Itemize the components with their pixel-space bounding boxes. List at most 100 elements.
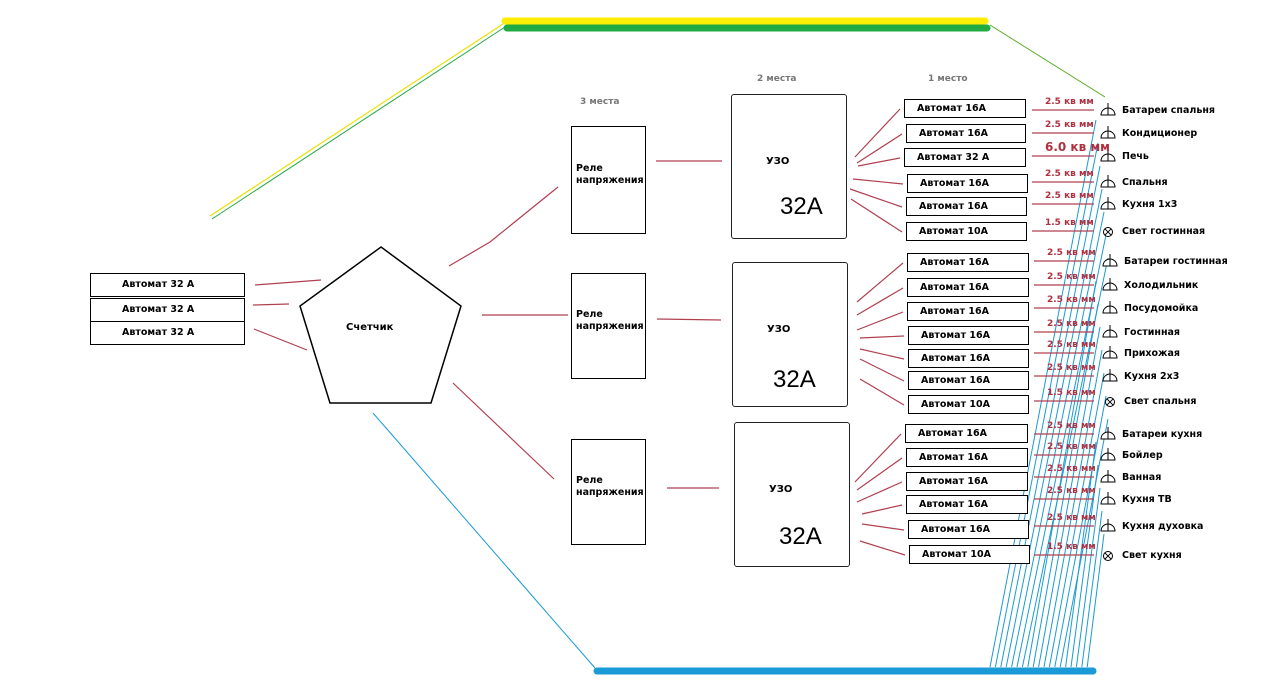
neutral-wire bbox=[1000, 165, 1101, 668]
neutral-wire bbox=[1059, 418, 1109, 668]
phase-wire bbox=[448, 186, 559, 267]
phase-wire bbox=[856, 287, 904, 316]
circuit-breaker[interactable]: Автомат 16А bbox=[908, 326, 1029, 345]
cable-size-label: 2.5 кв мм bbox=[1047, 295, 1096, 305]
cable-size-label: 6.0 кв мм bbox=[1045, 140, 1110, 154]
cable-size-label: 2.5 кв мм bbox=[1047, 272, 1096, 282]
phase-wire bbox=[452, 382, 555, 480]
circuit-breaker[interactable]: Автомат 16А bbox=[907, 253, 1029, 272]
neutral-wire bbox=[1032, 303, 1099, 668]
cable-size-label: 2.5 кв мм bbox=[1047, 421, 1096, 431]
cable-size-label: 2.5 кв мм bbox=[1047, 363, 1096, 373]
relay-label-line1: Реле bbox=[576, 309, 603, 320]
neutral-wire bbox=[1054, 395, 1107, 668]
load-label: Холодильник bbox=[1124, 280, 1199, 291]
load-label: Свет спальня bbox=[1124, 396, 1197, 407]
load-label: Батареи гостинная bbox=[1124, 256, 1228, 267]
phase-wire bbox=[856, 481, 903, 503]
phase-wire bbox=[849, 188, 903, 208]
main-breaker-label: Автомат 32 А bbox=[122, 304, 195, 315]
main-breaker-label: Автомат 32 А bbox=[122, 327, 195, 338]
circuit-breaker[interactable]: Автомат 16А bbox=[906, 448, 1028, 467]
neutral-wire bbox=[1038, 326, 1101, 668]
load-label: Печь bbox=[1122, 151, 1149, 162]
circuit-breaker[interactable]: Автомат 16А bbox=[906, 495, 1028, 514]
circuit-breaker[interactable]: Автомат 16А bbox=[907, 278, 1029, 297]
phase-wire bbox=[854, 433, 902, 483]
load-label: Ванная bbox=[1122, 472, 1162, 483]
main-breaker[interactable]: Автомат 32 А bbox=[90, 321, 245, 345]
main-breaker[interactable]: Автомат 32 А bbox=[90, 298, 245, 322]
meter-label: Счетчик bbox=[346, 322, 394, 333]
load-label: Батареи спальня bbox=[1122, 105, 1216, 116]
phase-wire bbox=[861, 523, 905, 531]
cable-size-label: 2.5 кв мм bbox=[1045, 169, 1094, 179]
phase-wire bbox=[857, 157, 901, 167]
circuit-breaker[interactable]: Автомат 16А bbox=[904, 99, 1026, 118]
phase-wire bbox=[852, 178, 904, 185]
cable-size-label: 2.5 кв мм bbox=[1047, 464, 1096, 474]
cable-size-label: 2.5 кв мм bbox=[1047, 340, 1096, 350]
load-label: Кухня ТВ bbox=[1122, 494, 1172, 505]
phase-wire bbox=[859, 348, 905, 360]
neutral-wire bbox=[1043, 349, 1103, 668]
cable-size-label: 2.5 кв мм bbox=[1047, 319, 1096, 329]
circuit-breaker[interactable]: Автомат 16А bbox=[907, 302, 1029, 321]
circuit-breaker[interactable]: Автомат 16А bbox=[905, 424, 1028, 443]
load-label: Кухня 1х3 bbox=[1122, 199, 1178, 210]
circuit-breaker[interactable]: Автомат 10А bbox=[909, 545, 1030, 564]
neutral-wire bbox=[1081, 510, 1103, 668]
circuit-breaker[interactable]: Автомат 10А bbox=[908, 395, 1029, 414]
phase-wire bbox=[859, 540, 906, 556]
phase-wire bbox=[856, 311, 904, 331]
load-label: Свет кухня bbox=[1122, 550, 1182, 561]
neutral-wire bbox=[1075, 487, 1101, 668]
earth-lead-right bbox=[989, 24, 1106, 98]
load-label: Прихожая bbox=[1124, 348, 1181, 359]
circuit-breaker[interactable]: Автомат 32 А bbox=[904, 148, 1026, 167]
circuit-breaker[interactable]: Автомат 16А bbox=[908, 349, 1029, 368]
cable-size-label: 2.5 кв мм bbox=[1047, 486, 1096, 496]
load-label: Гостинная bbox=[1124, 327, 1181, 338]
main-breaker[interactable]: Автомат 32 А bbox=[90, 273, 245, 297]
neutral-wire bbox=[1027, 280, 1097, 668]
meter-pentagon bbox=[299, 246, 462, 404]
phase-wire bbox=[252, 303, 290, 306]
neutral-wire bbox=[994, 142, 1099, 668]
relay-label-line2: напряжения bbox=[576, 487, 644, 498]
phase-wire bbox=[854, 108, 901, 158]
cable-size-label: 2.5 кв мм bbox=[1047, 442, 1096, 452]
load-label: Спальня bbox=[1122, 177, 1168, 188]
circuit-breaker[interactable]: Автомат 16А bbox=[906, 124, 1026, 143]
circuit-breaker[interactable]: Автомат 16А bbox=[906, 472, 1028, 491]
circuit-breaker[interactable]: Автомат 16А bbox=[907, 174, 1028, 193]
rcd-name: УЗО bbox=[769, 484, 793, 495]
neutral-wire bbox=[1011, 211, 1105, 668]
relay-label-line1: Реле bbox=[576, 163, 603, 174]
circuit-breaker[interactable]: Автомат 10А bbox=[906, 222, 1027, 241]
rcd-name: УЗО bbox=[766, 156, 790, 167]
cable-size-label: 2.5 кв мм bbox=[1047, 513, 1096, 523]
rcd-fan-wires bbox=[849, 108, 906, 556]
circuit-breaker[interactable]: Автомат 16А bbox=[908, 520, 1029, 539]
phase-wire bbox=[850, 198, 903, 233]
load-label: Бойлер bbox=[1122, 450, 1163, 461]
breaker-slot-label: 1 место bbox=[928, 74, 968, 84]
phase-wire bbox=[861, 504, 903, 515]
circuit-breaker[interactable]: Автомат 16А bbox=[906, 197, 1027, 216]
circuit-breaker[interactable]: Автомат 16А bbox=[908, 371, 1029, 390]
relay-label-line2: напряжения bbox=[576, 175, 644, 186]
neutral-wire bbox=[1005, 188, 1103, 668]
load-label: Батареи кухня bbox=[1122, 429, 1203, 440]
relay-slot-label: 3 места bbox=[580, 97, 620, 107]
load-label: Посудомойка bbox=[1124, 303, 1199, 314]
lamp-icon-cross bbox=[1104, 552, 1112, 560]
